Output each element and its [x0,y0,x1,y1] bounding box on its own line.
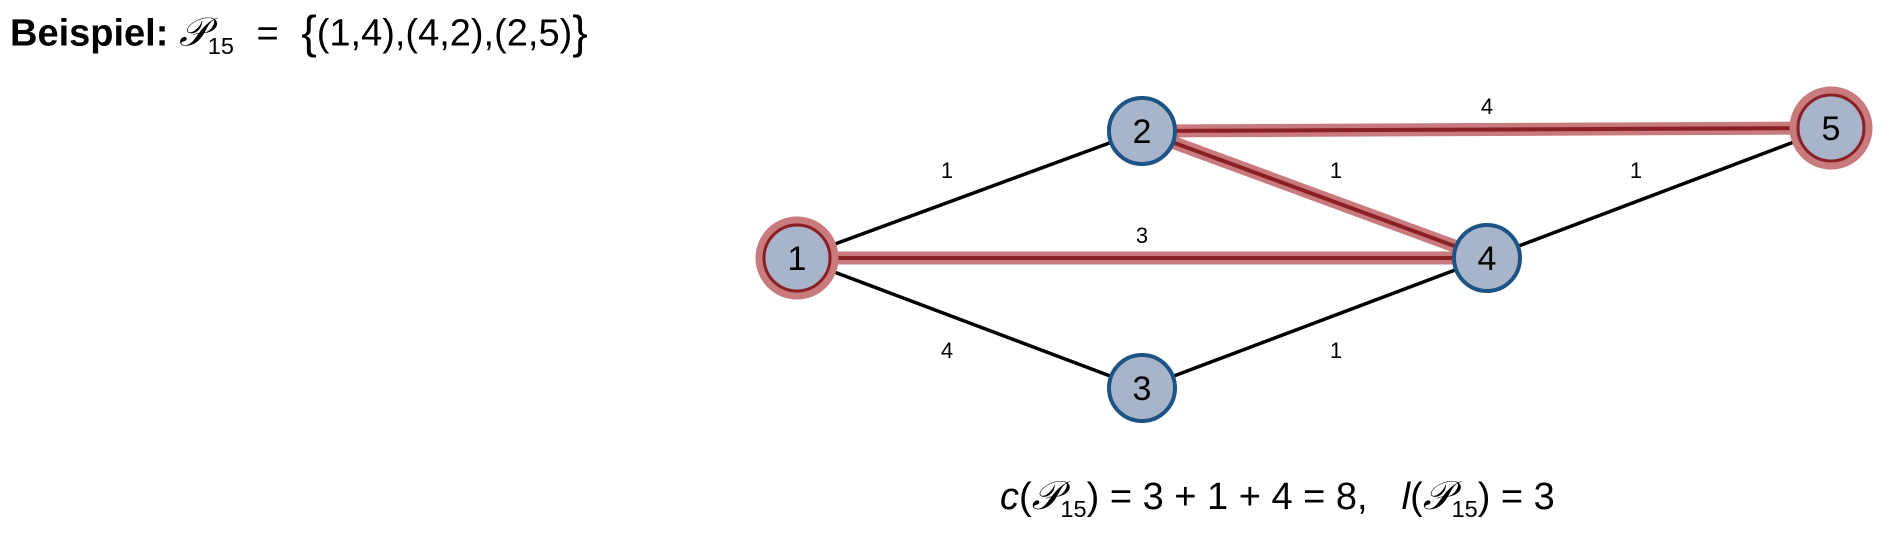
length-set-symbol: 𝒫 [1422,473,1452,519]
node-highlight-ring-5 [1789,86,1873,170]
example-label: Beispiel: [10,12,169,55]
edge-2-5 [1141,121,1832,138]
node-highlight-ring-1 [755,216,839,300]
node-circle-2 [1107,96,1177,166]
node-2: 2 [1107,96,1177,166]
nodes-layer: 1 2 3 4 5 [755,86,1873,423]
edge-3-4 [1141,256,1488,390]
node-3: 3 [1107,353,1177,423]
path-set-members: (1,4),(4,2),(2,5) [316,12,573,55]
edge-weight-1-3: 4 [941,338,953,363]
edges-layer [796,121,1832,390]
node-label-1: 1 [788,240,807,278]
path-core-2-4 [1141,129,1488,260]
node-4: 4 [1452,223,1522,293]
node-circle-4 [1452,223,1522,293]
node-label-5: 5 [1822,110,1841,148]
length-set-index: 15 [1451,496,1478,523]
length-function: l [1401,476,1411,518]
node-circle-3 [1107,353,1177,423]
edge-1-2 [796,129,1143,260]
edge-line-1-3 [796,256,1143,390]
path-set-index: 15 [207,32,234,59]
node-1: 1 [755,216,839,300]
cost-expression: = 3 + 1 + 4 = 8, [1109,476,1368,518]
edge-weight-2-5: 4 [1481,94,1493,119]
node-circle-1 [762,223,832,293]
path-set-symbol: 𝒫 [178,9,208,56]
edge-weights-layer: 1 3 4 1 4 1 1 [941,94,1642,363]
edge-4-5 [1486,126,1832,260]
length-expression: = 3 [1500,476,1555,518]
edge-line-4-5 [1486,126,1832,260]
edge-weight-4-5: 1 [1630,158,1642,183]
edge-weight-2-4: 1 [1330,158,1342,183]
path-summary: c(𝒫15) = 3 + 1 + 4 = 8,l(𝒫15) = 3 [1000,473,1555,523]
node-label-4: 4 [1478,240,1497,278]
open-brace: { [301,6,317,58]
edge-weight-3-4: 1 [1330,338,1342,363]
node-label-2: 2 [1133,113,1152,151]
close-brace: } [572,6,588,58]
example-heading: Beispiel: 𝒫15 = {(1,4),(4,2),(2,5)} [10,4,588,74]
edge-2-4 [1139,124,1490,265]
equals-sign: = [256,12,279,55]
edge-line-1-2 [796,129,1143,260]
cost-function: c [1000,476,1019,518]
path-core-2-5 [1141,126,1832,133]
node-circle-5 [1796,93,1866,163]
edge-1-3 [796,256,1143,390]
node-label-3: 3 [1133,370,1152,408]
node-5: 5 [1789,86,1873,170]
cost-set-symbol: 𝒫 [1031,473,1061,519]
edge-weight-1-4: 3 [1136,223,1148,248]
edge-line-3-4 [1141,256,1488,390]
edge-weight-1-2: 1 [941,158,953,183]
cost-set-index: 15 [1060,496,1087,523]
